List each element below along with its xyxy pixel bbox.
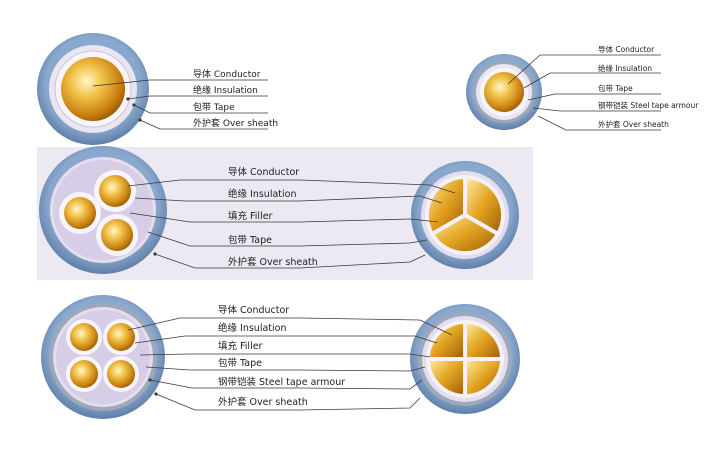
label-insulation: 绝缘 Insulation: [218, 322, 286, 334]
diagram-three-core: 导体 Conductor 绝缘 Insulation 填充 Filler 包带 …: [39, 146, 519, 274]
label-insulation: 绝缘 Insulation: [598, 63, 652, 73]
conductor: [107, 360, 135, 388]
core: [94, 170, 136, 212]
diagram-single-core-armoured: 导体 Conductor 绝缘 Insulation 包带 Tape 钢带铠装 …: [466, 44, 699, 131]
label-tape: 包带 Tape: [218, 357, 262, 369]
conductor: [64, 197, 96, 229]
label-tape: 包带 Tape: [598, 83, 633, 93]
label-filler: 填充 Filler: [228, 210, 273, 222]
label-over-sheath: 外护套 Over sheath: [193, 117, 278, 129]
label-over-sheath: 外护套 Over sheath: [228, 256, 318, 268]
core: [59, 192, 101, 234]
conductor: [70, 360, 98, 388]
label-insulation: 绝缘 Insulation: [193, 84, 258, 96]
label-conductor: 导体 Conductor: [193, 68, 261, 80]
conductor: [99, 175, 131, 207]
label-tape: 包带 Tape: [193, 101, 235, 113]
sector-conductors: [425, 319, 505, 399]
conductor: [70, 323, 98, 351]
label-filler: 填充 Filler: [218, 340, 263, 352]
conductor: [484, 72, 524, 112]
core: [96, 214, 138, 256]
label-steel-tape-armour: 钢带铠装 Steel tape armour: [218, 376, 345, 388]
label-over-sheath: 外护套 Over sheath: [218, 396, 308, 408]
label-tape: 包带 Tape: [228, 234, 272, 246]
core: [103, 356, 139, 392]
label-steel-tape-armour: 钢带铠装 Steel tape armour: [598, 100, 699, 110]
filler: [56, 310, 150, 404]
diagram-four-core-armoured: 导体 Conductor 绝缘 Insulation 填充 Filler 包带 …: [41, 295, 520, 419]
core: [66, 356, 102, 392]
label-conductor: 导体 Conductor: [218, 304, 289, 316]
core: [103, 319, 139, 355]
diagram-single-core: 导体 Conductor 绝缘 Insulation 包带 Tape 外护套 O…: [37, 33, 278, 145]
conductor: [101, 219, 133, 251]
core: [66, 319, 102, 355]
label-insulation: 绝缘 Insulation: [228, 188, 296, 200]
sector-conductors: [424, 174, 506, 256]
label-over-sheath: 外护套 Over sheath: [598, 119, 669, 129]
label-conductor: 导体 Conductor: [598, 44, 655, 54]
conductor: [61, 57, 125, 121]
label-conductor: 导体 Conductor: [228, 166, 299, 178]
conductor: [107, 323, 135, 351]
